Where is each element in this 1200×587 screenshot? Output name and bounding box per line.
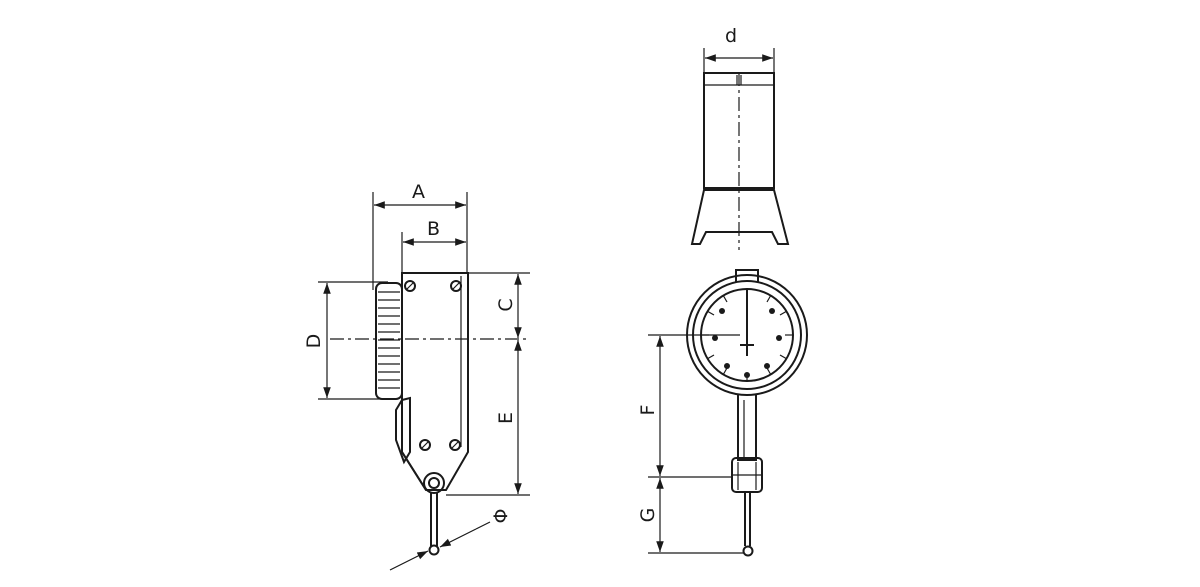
front-stylus-ball	[742, 545, 754, 557]
knurled-bezel	[375, 282, 403, 400]
side-view	[330, 272, 530, 556]
dim-label-small-d: d	[725, 25, 737, 47]
side-lever-lower	[401, 451, 427, 491]
front-stem	[737, 395, 757, 461]
front-dimensions: d F G	[637, 25, 775, 554]
dim-label-phi: Φ	[490, 509, 512, 524]
dial-dots	[712, 308, 782, 378]
dovetail-clamp	[690, 189, 790, 245]
side-stylus-ball	[428, 544, 440, 556]
side-lever	[395, 396, 411, 465]
knurl-lines	[378, 291, 400, 389]
side-pivot-outer	[423, 472, 445, 494]
front-view	[686, 72, 808, 557]
dim-label-f: F	[637, 405, 659, 416]
side-screws	[404, 280, 462, 451]
dim-label-c: C	[495, 298, 517, 311]
dim-label-e: E	[495, 412, 517, 424]
side-body-outline	[401, 272, 469, 491]
side-dimensions: A B D C E Φ	[303, 181, 530, 571]
dim-label-b: B	[427, 218, 440, 240]
dim-label-d: D	[303, 334, 325, 349]
dim-label-g: G	[637, 508, 659, 523]
dim-label-a: A	[412, 181, 425, 203]
side-pivot-inner	[428, 477, 440, 489]
